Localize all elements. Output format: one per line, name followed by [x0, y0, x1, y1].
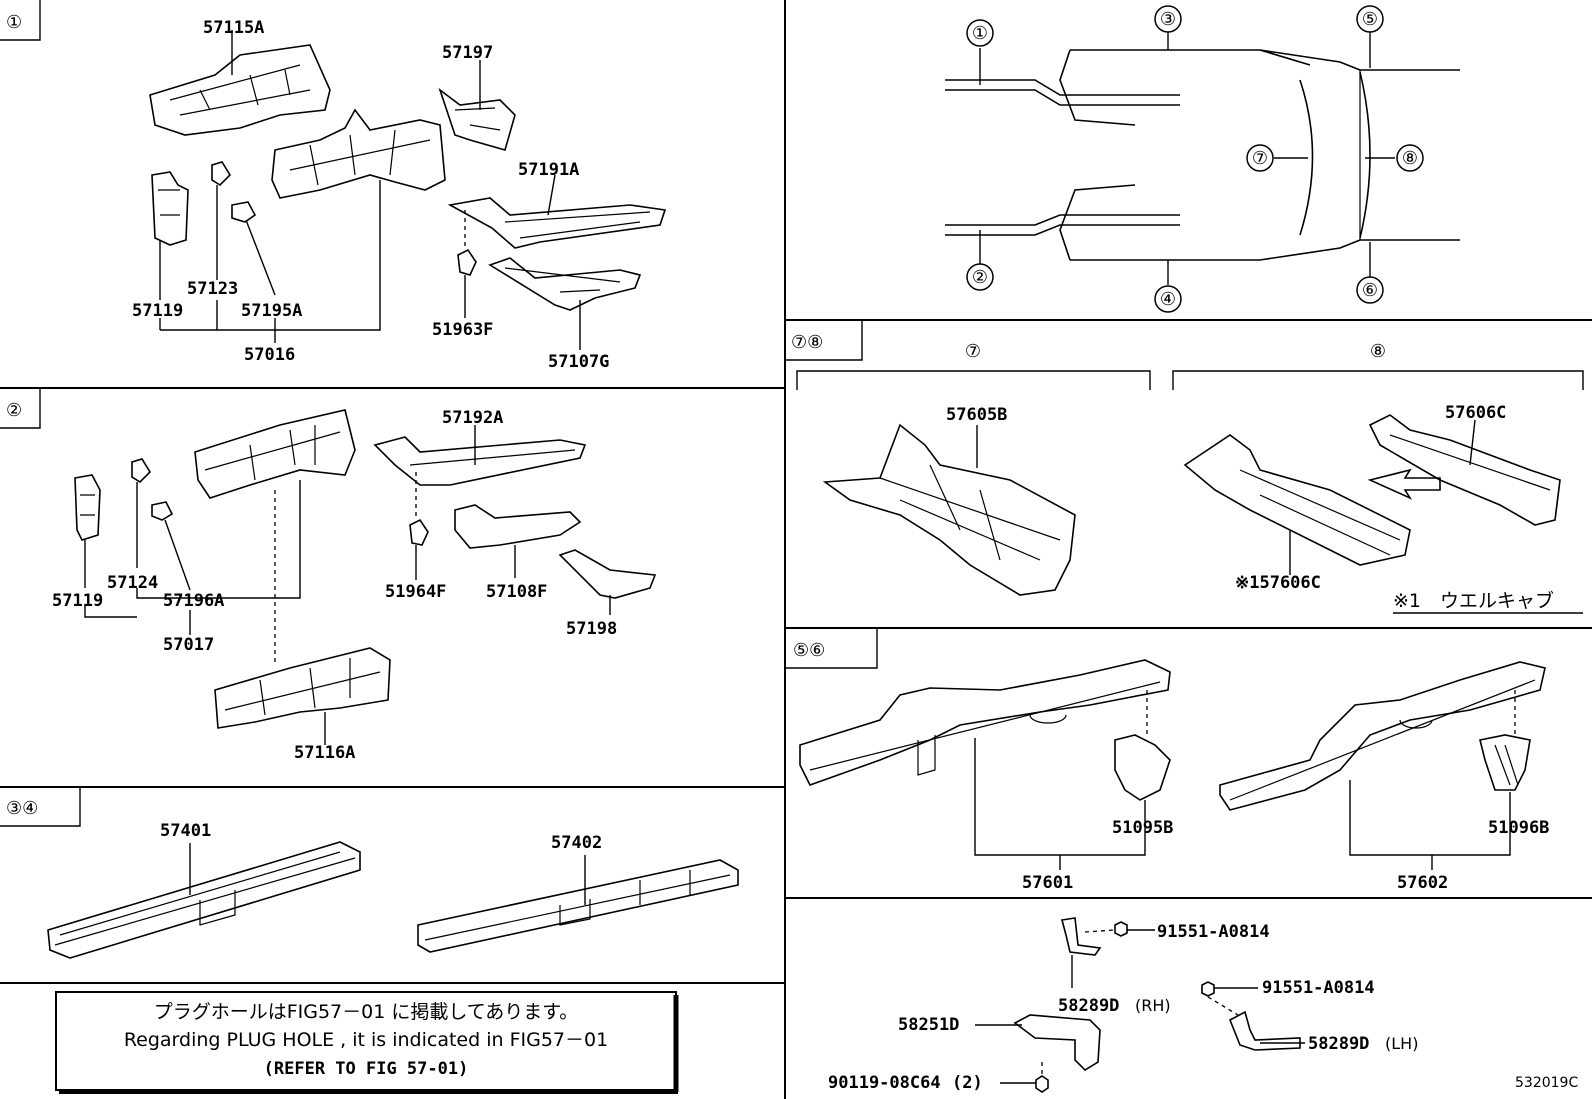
label-57602: 57602 [1397, 873, 1448, 893]
label-58289D-rh: 58289D [1058, 996, 1119, 1016]
section-56-labels: 51095B 57601 51096B 57602 [1022, 818, 1549, 893]
bracket-leaders [975, 929, 1305, 1084]
label-91551-A0814-rh: 91551-A0814 [1157, 922, 1270, 942]
section-2-parts [74, 409, 657, 729]
section-tag-78: ⑦⑧ [785, 320, 863, 361]
callout-8: ⑧ [1402, 148, 1418, 169]
section-1-leaders [159, 30, 581, 350]
label-57115A: 57115A [203, 18, 264, 38]
section-tag-2: ② [0, 388, 41, 429]
label-57191A: 57191A [518, 160, 579, 180]
svg-text:⑦⑧: ⑦⑧ [791, 332, 823, 353]
section-1-parts [149, 44, 667, 311]
callout-7: ⑦ [1252, 148, 1268, 169]
callout-4: ④ [1160, 289, 1176, 310]
plug-hole-notice: プラグホールはFIG57－01 に掲載してあります。 Regarding PLU… [55, 991, 679, 1094]
label-58251D: 58251D [898, 1015, 959, 1035]
section-tag-34: ③④ [0, 787, 81, 827]
section-56-parts [799, 659, 1546, 811]
frame-overview [945, 49, 1460, 261]
section-2-leaders [84, 425, 611, 745]
section-34-labels: 57401 57402 [160, 821, 602, 853]
figure-code: 532019C [1515, 1075, 1578, 1091]
overview-callouts: ① ② ③ ④ ⑤ ⑥ ⑦ ⑧ [966, 5, 1424, 313]
label-91551-A0814-lh: 91551-A0814 [1262, 978, 1375, 998]
section-78-labels: 57605B 57606C ※157606C ※1 ウエルキャブ [946, 403, 1583, 614]
label-57401: 57401 [160, 821, 211, 841]
callout-6: ⑥ [1362, 280, 1378, 301]
section-tag-56: ⑤⑥ [785, 628, 878, 669]
svg-text:⑤⑥: ⑤⑥ [793, 640, 825, 661]
section-78-leaders [976, 419, 1476, 575]
bracket-parts [1013, 917, 1301, 1093]
label-rh: (RH) [1135, 996, 1171, 1015]
overview-leaders [979, 32, 1395, 285]
label-51095B: 51095B [1112, 818, 1173, 838]
label-qty: (2) [952, 1073, 983, 1093]
label-57116A: 57116A [294, 743, 355, 763]
label-58289D-lh: 58289D [1308, 1034, 1369, 1054]
label-157606C: ※157606C [1235, 573, 1321, 593]
label-57601: 57601 [1022, 873, 1073, 893]
svg-text:②: ② [6, 400, 22, 421]
label-57402: 57402 [551, 833, 602, 853]
label-57123: 57123 [187, 279, 238, 299]
section-78-parts [822, 414, 1561, 596]
label-57108F: 57108F [486, 582, 547, 602]
label-wellcab: ※1 ウエルキャブ [1393, 589, 1554, 612]
label-57195A: 57195A [241, 301, 302, 321]
label-57198: 57198 [566, 619, 617, 639]
section-34-leaders [189, 843, 586, 905]
label-90119-08C64: 90119-08C64 [828, 1073, 941, 1093]
label-57017: 57017 [163, 635, 214, 655]
callout-5: ⑤ [1362, 9, 1378, 30]
section-1-labels: 57115A 57197 57191A 57123 57119 57195A 5… [132, 18, 609, 372]
label-51963F: 51963F [432, 320, 493, 340]
label-57016: 57016 [244, 345, 295, 365]
section-tag-1: ① [0, 0, 41, 41]
label-57197: 57197 [442, 43, 493, 63]
svg-text:①: ① [6, 12, 22, 33]
label-lh: (LH) [1385, 1034, 1418, 1053]
section-34-parts [47, 841, 739, 959]
section-78-brackets: ⑦ ⑧ [796, 341, 1584, 390]
label-57119: 57119 [132, 301, 183, 321]
callout-2: ② [972, 267, 988, 288]
label-51096B: 51096B [1488, 818, 1549, 838]
section-56-leaders [974, 690, 1516, 870]
label-57605B: 57605B [946, 405, 1007, 425]
section-2-labels: 57192A 57124 57119 57196A 57017 51964F 5… [52, 408, 617, 763]
svg-text:⑦: ⑦ [965, 341, 981, 362]
label-57196A: 57196A [163, 591, 224, 611]
label-57107G: 57107G [548, 352, 609, 372]
callout-1: ① [972, 23, 988, 44]
label-57192A: 57192A [442, 408, 503, 428]
notice-line-jp: プラグホールはFIG57－01 に掲載してあります。 [154, 1001, 579, 1023]
label-57606C: 57606C [1445, 403, 1506, 423]
label-51964F: 51964F [385, 582, 446, 602]
label-57124: 57124 [107, 573, 158, 593]
bracket-labels: 91551-A0814 58289D (RH) 91551-A0814 5825… [828, 922, 1578, 1093]
svg-text:⑧: ⑧ [1370, 341, 1386, 362]
label-57119: 57119 [52, 591, 103, 611]
callout-3: ③ [1160, 9, 1176, 30]
notice-line-en: Regarding PLUG HOLE , it is indicated in… [124, 1029, 608, 1051]
notice-line-ref: (REFER TO FIG 57-01) [264, 1059, 469, 1079]
svg-text:③④: ③④ [6, 798, 38, 819]
